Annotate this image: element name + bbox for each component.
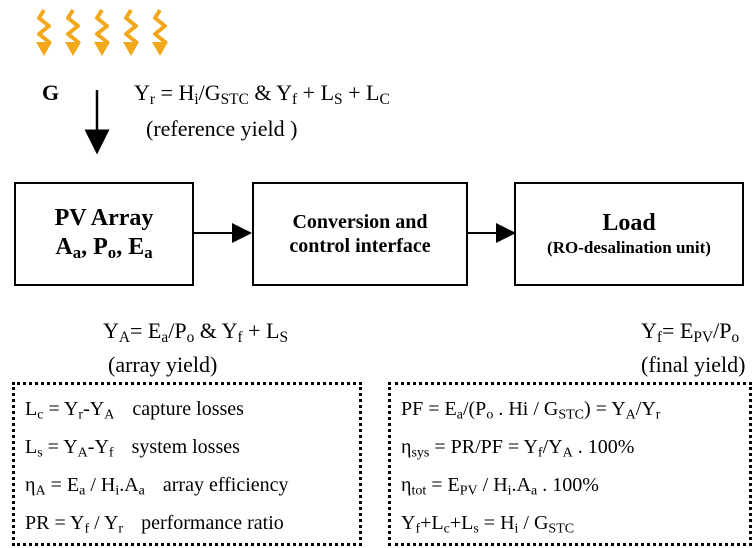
sun-ray-icon — [65, 8, 81, 56]
performance-definitions-box: PF = Ea/(Po . Hi / GSTC) = YA/Yr ηsys = P… — [388, 382, 752, 546]
array-yield-equation: YA= Ea/Po & Yf + LS — [103, 318, 289, 346]
loss-definition-row: PR = Yf / Yr performance ratio — [25, 513, 284, 537]
loss-definition-row: Lc = Yr-YA capture losses — [25, 399, 244, 423]
loss-definition-row: ηA = Ea / Hi.Aa array efficiency — [25, 475, 289, 499]
conversion-title-line2: control interface — [289, 235, 431, 257]
sun-ray-icon — [94, 8, 110, 56]
performance-definition-row: ηsys = PR/PF = Yf/YA . 100% — [401, 436, 635, 461]
conversion-title-line1: Conversion and — [292, 211, 428, 233]
loss-definitions-box: Lc = Yr-YA capture losses Ls = YA-Yf system… — [12, 382, 362, 546]
final-yield-equation: Yf= EPV/Po — [641, 318, 740, 346]
final-yield-label: (final yield) — [641, 352, 746, 377]
definition-description: capture losses — [132, 398, 244, 420]
definition-description: array efficiency — [162, 474, 289, 496]
definition-description: system losses — [131, 436, 240, 458]
performance-definition-row: ηtot = EPV / Hi.Aa . 100% — [401, 474, 599, 499]
performance-definition-row: Yf+Lc+Ls = Hi / GSTC — [401, 512, 575, 537]
pv-array-parameters: Aa, Po, Ea — [55, 234, 153, 263]
definition-equation: Ls = YA-Yf — [25, 436, 114, 461]
definition-description: performance ratio — [141, 512, 284, 534]
sun-ray-icon — [36, 8, 52, 56]
pv-array-title: PV Array — [54, 205, 154, 232]
loss-definition-row: Ls = YA-Yf system losses — [25, 437, 240, 461]
reference-yield-equation: Yr = Hi/GSTC & Yf + LS + LC — [134, 80, 390, 108]
definition-equation: ηA = Ea / Hi.Aa — [25, 474, 145, 499]
load-subtitle: (RO-desalination unit) — [547, 238, 711, 258]
reference-yield-label: (reference yield ) — [146, 116, 298, 141]
array-yield-label: (array yield) — [108, 352, 218, 377]
pv-array-box: PV Array Aa, Po, Ea — [14, 182, 194, 286]
sun-ray-icon — [123, 8, 139, 56]
load-box: Load (RO-desalination unit) — [514, 182, 744, 286]
load-title: Load — [602, 210, 656, 237]
conversion-control-box: Conversion and control interface — [252, 182, 468, 286]
sun-ray-icon — [152, 8, 168, 56]
irradiance-symbol: G — [42, 80, 60, 105]
definition-equation: PR = Yf / Yr — [25, 512, 124, 537]
sunlight-arrows-icon — [36, 8, 168, 56]
definition-equation: Lc = Yr-YA — [25, 398, 115, 423]
performance-definition-row: PF = Ea/(Po . Hi / GSTC) = YA/Yr — [401, 398, 661, 423]
